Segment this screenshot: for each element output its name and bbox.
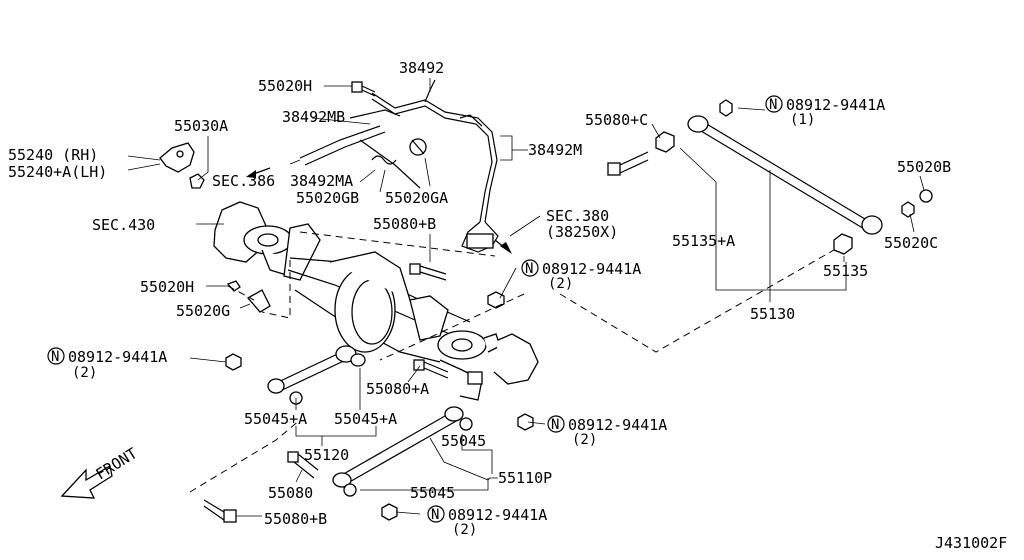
label-nut-lower-right: 08912-9441A	[568, 416, 667, 434]
label-55130: 55130	[750, 305, 795, 323]
label-front: FRONT	[93, 444, 141, 483]
sec380-arrow-icon	[500, 242, 512, 254]
circled-n-icon: N	[765, 95, 783, 113]
label-nut-bottom: 08912-9441A	[448, 506, 547, 524]
label-55240-rh: 55240 (RH)	[8, 146, 98, 164]
label-55080: 55080	[268, 484, 313, 502]
label-38492ma: 38492MA	[290, 172, 353, 190]
label-55080b-top: 55080+B	[373, 215, 436, 233]
label-sec386: SEC.386	[212, 172, 275, 190]
label-nut-bottom-qty: (2)	[452, 522, 477, 538]
bolt-55080	[287, 451, 319, 479]
part-labels: 38492 55020H 38492MB 38492M 38492MA 5502…	[8, 59, 1007, 552]
circled-n-icon: N	[521, 259, 539, 277]
rear-axle-housing	[213, 201, 539, 401]
label-sec380-sub: (38250X)	[546, 223, 618, 241]
label-nut-right-top: 08912-9441A	[786, 96, 885, 114]
front-arrow-icon: FRONT	[60, 444, 141, 499]
label-55020h-top: 55020H	[258, 77, 312, 95]
label-nut-right-top-qty: (1)	[790, 112, 815, 128]
label-55020b: 55020B	[897, 158, 951, 176]
svg-text:N: N	[525, 261, 533, 277]
label-55030a: 55030A	[174, 117, 228, 135]
label-55045a-2: 55045+A	[334, 410, 397, 428]
label-38492mb: 38492MB	[282, 108, 345, 126]
leader-lines	[127, 78, 925, 517]
lateral-link-55120	[225, 345, 366, 405]
label-55240a-lh: 55240+A(LH)	[8, 163, 107, 181]
label-55020h-left: 55020H	[140, 278, 194, 296]
bracket-55240	[159, 142, 205, 189]
label-nut-mid-qty: (2)	[548, 276, 573, 292]
upper-link-55130	[607, 99, 933, 255]
label-55080b-bottom: 55080+B	[264, 510, 327, 528]
label-55020c: 55020C	[884, 234, 938, 252]
svg-text:N: N	[51, 349, 59, 365]
bracket-55020g	[226, 280, 271, 313]
label-55045-1: 55045	[441, 432, 486, 450]
label-sec380: SEC.380	[546, 207, 609, 225]
bolt-55080b-upper	[409, 263, 447, 281]
label-55020g: 55020G	[176, 302, 230, 320]
label-nut-left-qty: (2)	[72, 365, 97, 381]
label-55120: 55120	[304, 446, 349, 464]
label-55080a: 55080+A	[366, 380, 429, 398]
bolt-55020h-top	[351, 81, 376, 97]
sec386-arrow-icon	[246, 167, 271, 178]
label-nut-lower-right-qty: (2)	[572, 432, 597, 448]
svg-text:N: N	[769, 97, 777, 113]
label-sec430: SEC.430	[92, 216, 155, 234]
label-nut-mid: 08912-9441A	[542, 260, 641, 278]
label-nut-left: 08912-9441A	[68, 348, 167, 366]
label-55135a: 55135+A	[672, 232, 735, 250]
lower-link-55110p	[332, 406, 534, 521]
label-38492m: 38492M	[528, 141, 582, 159]
circled-n-icon: N	[427, 505, 445, 523]
label-diagram-id: J431002F	[935, 534, 1007, 552]
reference-lines	[189, 231, 835, 493]
label-55135: 55135	[823, 262, 868, 280]
nut-markers: N N N N N	[47, 95, 783, 523]
svg-text:N: N	[431, 507, 439, 523]
bolt-55080b-lower	[203, 499, 237, 523]
label-55110p: 55110P	[498, 469, 552, 487]
bolt-55080a	[413, 359, 449, 379]
circled-n-icon: N	[47, 347, 65, 365]
circled-n-icon: N	[547, 415, 565, 433]
label-55045-2: 55045	[410, 484, 455, 502]
svg-text:N: N	[551, 417, 559, 433]
label-55020gb: 55020GB	[296, 189, 359, 207]
nut-mid	[487, 291, 505, 309]
label-55045a-1: 55045+A	[244, 410, 307, 428]
label-55080c: 55080+C	[585, 111, 648, 129]
label-38492: 38492	[399, 59, 444, 77]
label-55020ga: 55020GA	[385, 189, 448, 207]
